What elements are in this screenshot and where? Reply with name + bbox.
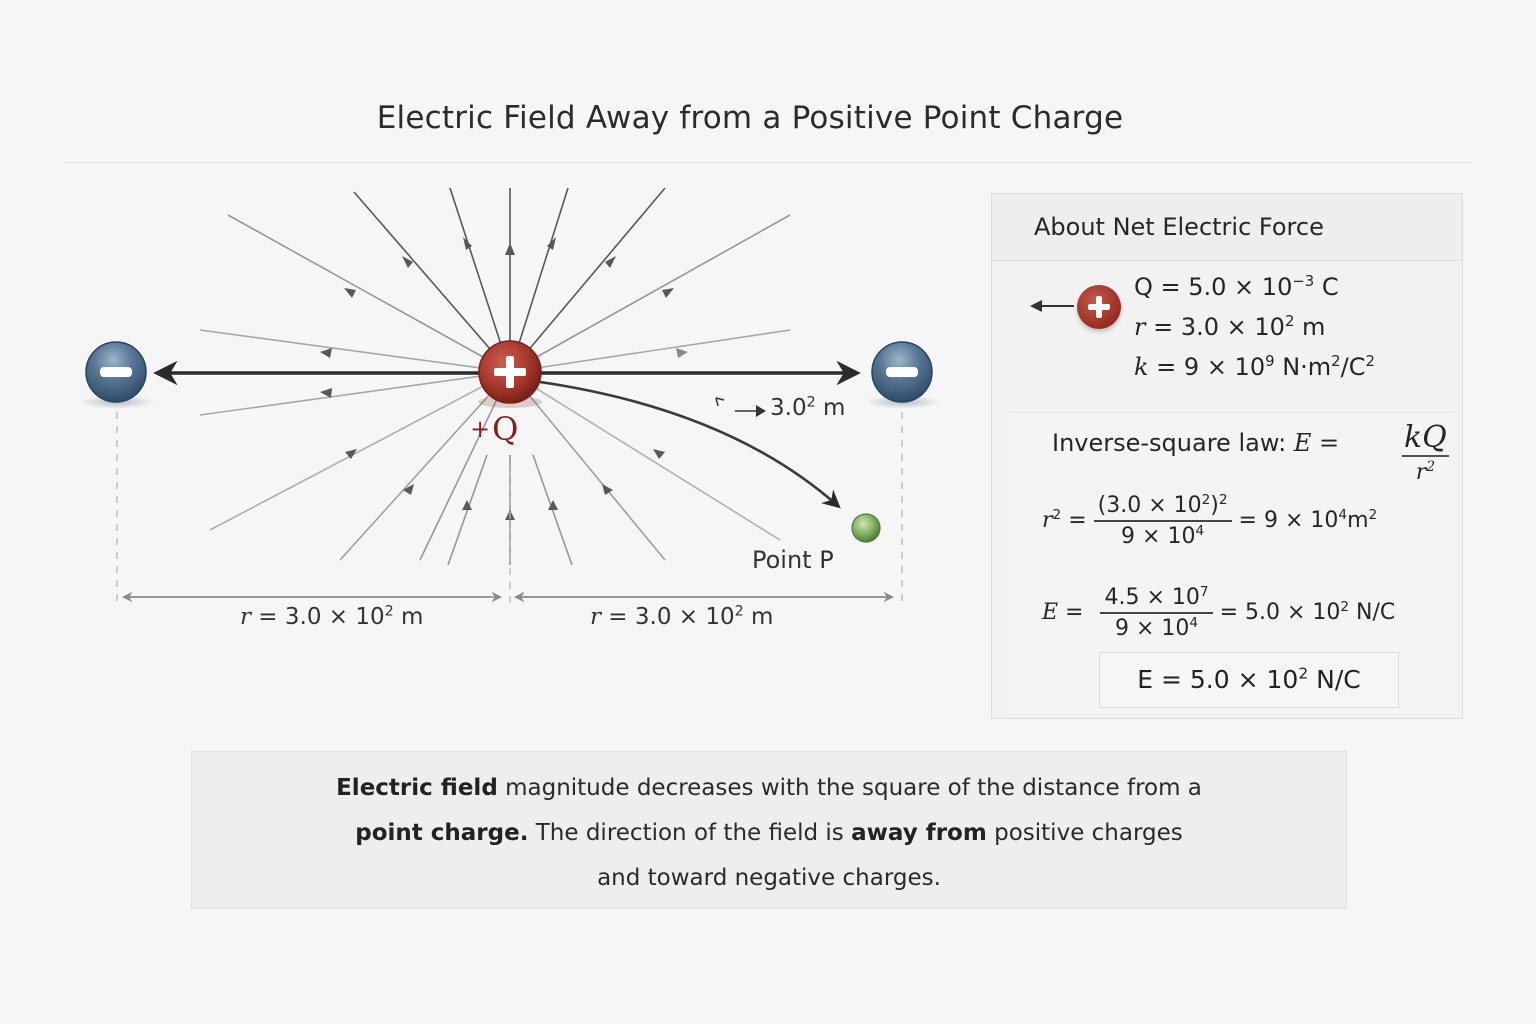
inverse-square-law: Inverse-square law: E = bbox=[1052, 429, 1340, 457]
panel-header: About Net Electric Force bbox=[992, 194, 1462, 261]
given-k: k = 9 × 109 N·m2/C2 bbox=[1134, 352, 1375, 381]
arrow-left-icon bbox=[1030, 300, 1074, 312]
right-distance-label: r = 3.0 × 102 m bbox=[590, 603, 774, 630]
note-line-2: point charge. The direction of the field… bbox=[355, 820, 1183, 846]
given-values: Q = 5.0 × 10−3 C r = 3.0 × 102 m k = 9 ×… bbox=[992, 261, 1462, 401]
e-calculation: E = 4.5 × 107 9 × 104 = 5.0 × 102 N/C bbox=[1042, 583, 1396, 641]
positive-charge-center bbox=[478, 340, 542, 404]
field-line-diagram bbox=[79, 187, 941, 605]
final-result-box: E = 5.0 × 102 N/C bbox=[1099, 652, 1399, 708]
explanation-note: Electric field magnitude decreases with … bbox=[191, 751, 1347, 909]
note-line-3: and toward negative charges. bbox=[597, 865, 941, 891]
page-title: Electric Field Away from a Positive Poin… bbox=[376, 100, 1124, 136]
r-squared-calculation: r2 = (3.0 × 102)2 9 × 104 = 9 × 104m2 bbox=[1042, 491, 1378, 549]
negative-charge-right bbox=[871, 341, 933, 403]
positive-charge-icon bbox=[1077, 285, 1121, 329]
given-q: Q = 5.0 × 10−3 C bbox=[1134, 272, 1339, 301]
negative-charge-left bbox=[85, 341, 147, 403]
info-panel: About Net Electric Force Q = 5.0 × 10−3 … bbox=[991, 193, 1463, 719]
kq-over-r2-fraction: kQ r2 bbox=[1402, 420, 1449, 485]
point-p-label: Point P bbox=[752, 546, 834, 574]
given-r: r = 3.0 × 102 m bbox=[1134, 312, 1326, 341]
left-distance-label: r = 3.0 × 102 m bbox=[240, 603, 424, 630]
curved-arrow-distance-label: 3.02 m bbox=[770, 394, 846, 421]
title-divider bbox=[64, 162, 1472, 163]
inverse-square-law-box: Inverse-square law: E = kQ r2 r2 = (3.0 … bbox=[1010, 412, 1454, 713]
note-line-1: Electric field magnitude decreases with … bbox=[336, 775, 1202, 801]
charge-q-label: +Q bbox=[470, 410, 519, 448]
